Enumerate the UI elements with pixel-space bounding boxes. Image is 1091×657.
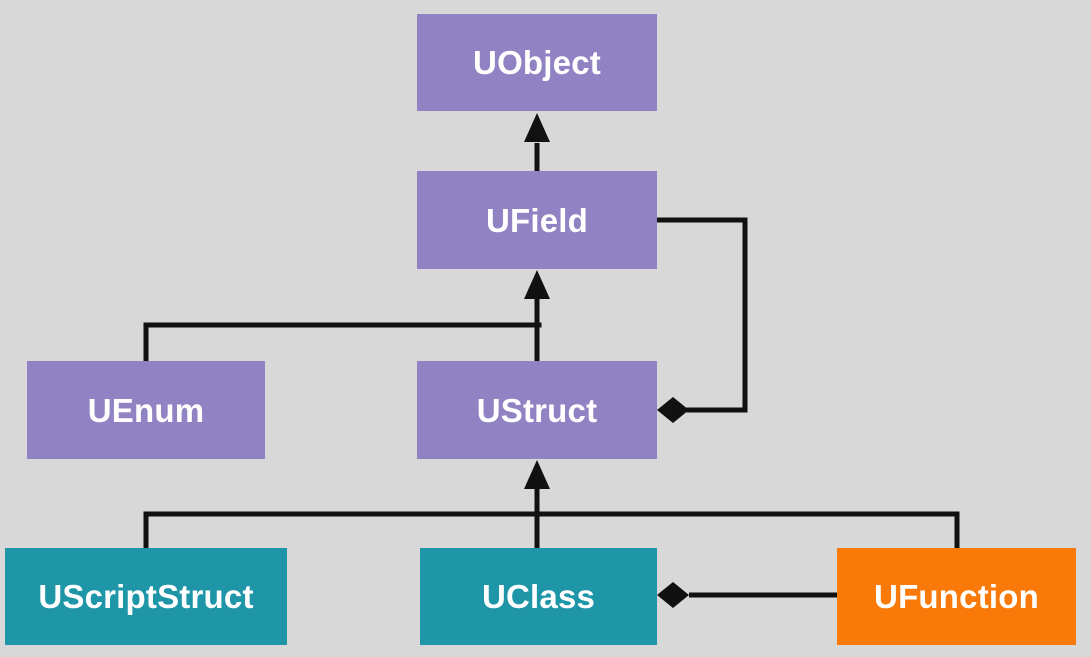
node-uenum[interactable]: UEnum xyxy=(27,361,265,459)
node-uscriptstruct-label: UScriptStruct xyxy=(38,578,254,615)
edge-uclass-composes-ufunction xyxy=(657,582,837,608)
edge-ustruct-composes-ufield xyxy=(654,217,748,423)
node-ustruct-label: UStruct xyxy=(476,391,598,429)
edge-ufield-to-uobject xyxy=(524,113,550,171)
node-ufield-label: UField xyxy=(485,201,589,239)
edge-ufunction-to-ustruct xyxy=(532,511,960,551)
edge-ustruct-to-ufield xyxy=(524,270,550,361)
edge-uenum-to-ufield xyxy=(143,322,542,364)
node-uenum-label: UEnum xyxy=(87,391,205,429)
node-uobject[interactable]: UObject xyxy=(417,14,657,111)
node-uobject-label: UObject xyxy=(473,44,601,81)
node-ufunction-label: UFunction xyxy=(874,578,1039,615)
node-uscriptstruct[interactable]: UScriptStruct xyxy=(5,548,287,645)
node-ufunction[interactable]: UFunction xyxy=(837,548,1076,645)
node-uclass[interactable]: UClass xyxy=(420,548,657,645)
edge-uscriptstruct-to-ustruct xyxy=(143,511,542,551)
node-uclass-label: UClass xyxy=(481,578,596,615)
node-ustruct[interactable]: UStruct xyxy=(417,361,657,459)
node-ufield[interactable]: UField xyxy=(417,171,657,269)
edge-uclass-to-ustruct xyxy=(524,460,550,548)
